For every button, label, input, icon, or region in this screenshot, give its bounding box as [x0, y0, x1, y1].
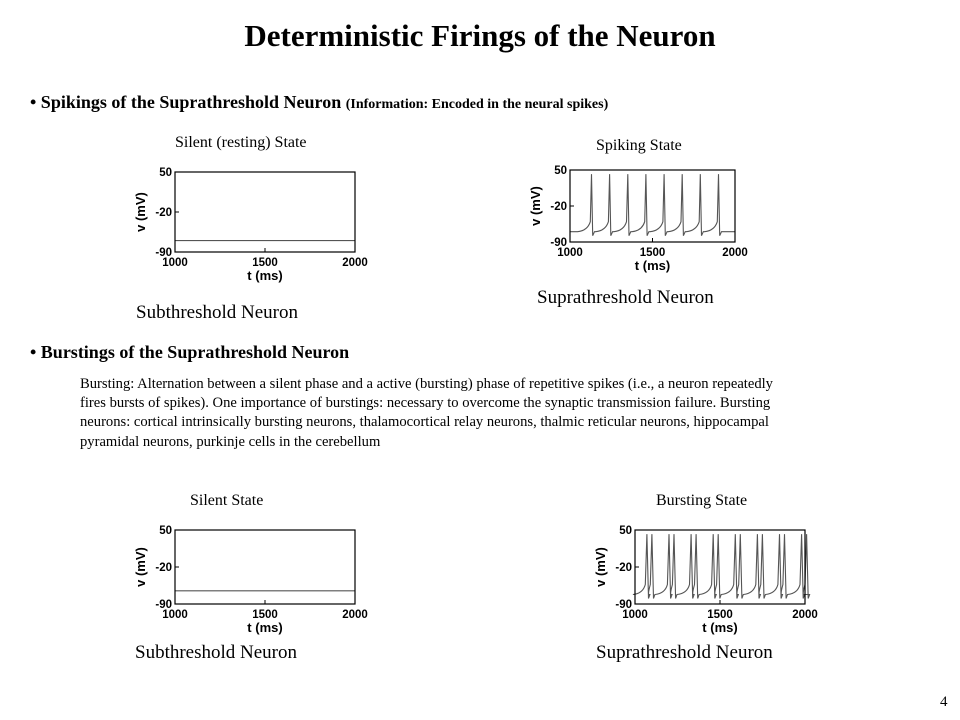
- y-axis-label: v (mV): [133, 547, 148, 587]
- y-axis-label: v (mV): [528, 186, 543, 226]
- x-tick-label: 2000: [342, 609, 368, 621]
- x-tick-label: 1000: [162, 609, 188, 621]
- voltage-trace: [632, 534, 811, 599]
- y-tick-label: -90: [155, 247, 172, 259]
- plot1-caption: Subthreshold Neuron: [136, 302, 299, 323]
- section-spikings-note: (Information: Encoded in the neural spik…: [345, 97, 609, 112]
- x-axis-label: t (ms): [247, 620, 282, 635]
- plot-frame: [174, 171, 356, 253]
- plot4-caption: Suprathreshold Neuron: [596, 642, 773, 663]
- y-tick-label: -20: [615, 562, 632, 574]
- y-axis-label: v (mV): [593, 547, 608, 587]
- plot-frame: [174, 529, 356, 605]
- plot1-state-label: Silent (resting) State: [175, 134, 307, 151]
- plot3-state-label: Silent State: [190, 492, 264, 509]
- page-title: Deterministic Firings of the Neuron: [244, 18, 716, 53]
- plot4-state-label: Bursting State: [656, 492, 748, 509]
- y-tick-label: -20: [155, 562, 172, 574]
- x-tick-label: 2000: [722, 247, 748, 259]
- x-tick-label: 1500: [252, 257, 278, 269]
- y-tick-label: 50: [159, 525, 172, 537]
- x-tick-label: 1000: [162, 257, 188, 269]
- plot2-caption: Suprathreshold Neuron: [537, 287, 714, 308]
- y-tick-label: -90: [615, 599, 632, 611]
- x-axis-label: t (ms): [635, 258, 670, 273]
- y-axis-label: v (mV): [133, 192, 148, 232]
- y-tick-label: 50: [159, 167, 172, 179]
- x-tick-label: 2000: [792, 609, 818, 621]
- bursting-description: Bursting: Alternation between a silent p…: [80, 376, 773, 450]
- section-spikings-bullet: • Spikings of the Suprathreshold Neuron: [30, 92, 342, 112]
- x-axis-label: t (ms): [702, 620, 737, 635]
- x-axis-label: t (ms): [247, 268, 282, 283]
- x-tick-label: 2000: [342, 257, 368, 269]
- plot2-state-label: Spiking State: [596, 137, 682, 154]
- plot3-caption: Subthreshold Neuron: [135, 642, 298, 663]
- y-tick-label: -90: [550, 237, 567, 249]
- page-number: 4: [940, 694, 948, 710]
- x-tick-label: 1500: [252, 609, 278, 621]
- x-tick-label: 1500: [640, 247, 666, 259]
- section-spikings-heading: • Spikings of the Suprathreshold Neuron …: [30, 92, 608, 113]
- y-tick-label: -20: [155, 207, 172, 219]
- voltage-trace: [570, 174, 735, 236]
- y-tick-label: 50: [554, 165, 567, 177]
- x-tick-label: 1500: [707, 609, 733, 621]
- y-tick-label: 50: [619, 525, 632, 537]
- x-tick-label: 1000: [557, 247, 583, 259]
- x-tick-label: 1000: [622, 609, 648, 621]
- section-burstings-heading: • Burstings of the Suprathreshold Neuron: [30, 342, 350, 362]
- y-tick-label: -20: [550, 201, 567, 213]
- y-tick-label: -90: [155, 599, 172, 611]
